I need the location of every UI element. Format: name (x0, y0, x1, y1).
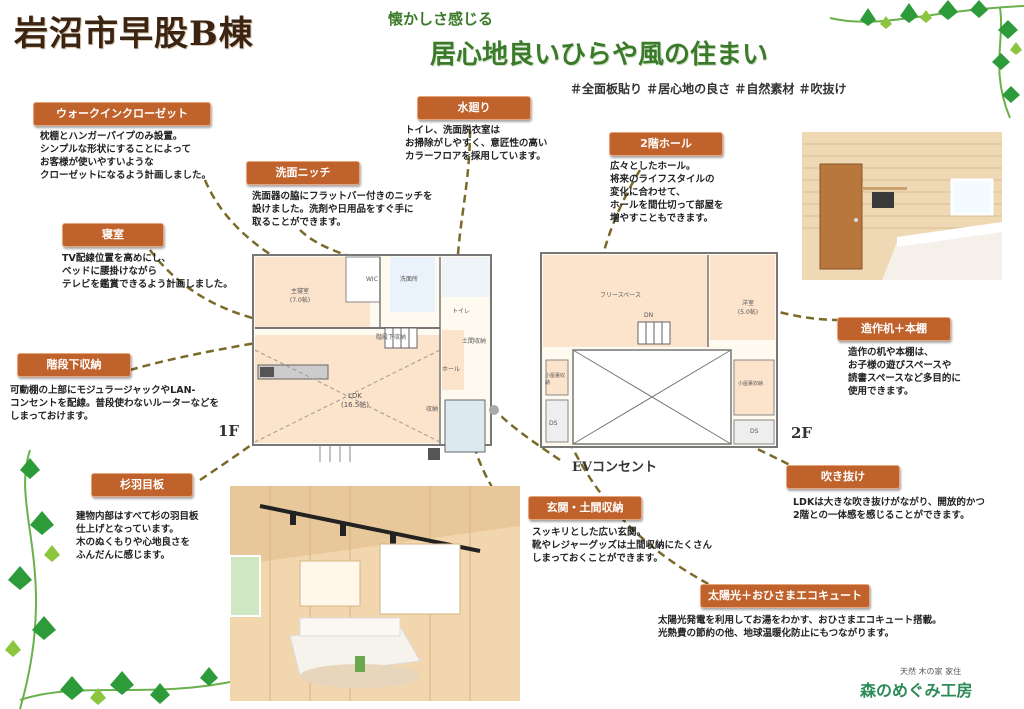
floor-label-2f: 2F (791, 424, 813, 442)
photo-upstairs-room (802, 132, 1002, 280)
room-western-size: (5.0帖) (737, 309, 759, 316)
stair-dn: DN (644, 312, 654, 319)
ev-outlet-label: EVコンセント (572, 460, 657, 475)
company-logo: 天然 木の家 家住 森のめぐみ工房 (860, 666, 1020, 701)
room-western: 洋室 (741, 300, 754, 307)
room-ds-1: DS (549, 420, 558, 427)
floor-plan-2f (540, 252, 778, 448)
label-water: 水廻り (417, 96, 531, 120)
desc-cedar-panel: 建物内部はすべて杉の羽目板 仕上げとなっています。 木のぬくもりや心地良さを ふ… (76, 511, 199, 561)
floor-plan-1f (252, 254, 499, 462)
desc-water: トイレ、洗面脱衣室は お掃除がしやすく、意匠性の高い カラーフロアを採用していま… (405, 125, 548, 162)
label-solar-ecocute: 太陽光＋おひさまエコキュート (700, 584, 870, 608)
page-title: 岩沼市早股B棟 (14, 14, 254, 54)
room-attic-storage-2: 小屋裏収納 (738, 381, 764, 387)
room-ldk-label: LDK (16.5帖) (330, 392, 380, 410)
room-toilet: トイレ (452, 308, 471, 315)
room-free-space: フリースペース (600, 292, 641, 299)
room-western-label: 洋室 (5.0帖) (728, 298, 768, 316)
label-washroom-niche: 洗面ニッチ (246, 161, 360, 185)
label-cedar-panel: 杉羽目板 (91, 473, 193, 497)
room-wic: WIC (366, 276, 378, 283)
headline: 居心地良いひらや風の住まい (430, 40, 769, 70)
room-ds-2: DS (750, 428, 759, 435)
room-master-size: (7.0帖) (289, 297, 311, 304)
desc-solar-ecocute: 太陽光発電を利用してお湯をわかす、おひさまエコキュート搭載。 光熱費の節約の他、… (658, 615, 942, 639)
photo-ldk-interior (229, 486, 520, 701)
logo-name: 森のめぐみ工房 (860, 681, 973, 700)
label-walkin-closet: ウォークインクローゼット (33, 102, 211, 126)
label-2f-hall: 2階ホール (609, 132, 723, 156)
room-genkan-storage: 土間収納 (462, 338, 487, 345)
desc-desk-bookshelf: 造作の机や本棚は、 お子様の遊びスペースや 読書スペースなど多目的に 使用できま… (848, 347, 961, 397)
hashtags: ＃全面板貼り ＃居心地の良さ ＃自然素材 ＃吹抜け (570, 82, 847, 96)
room-attic-storage-1: 小屋裏収納 (545, 373, 566, 386)
desc-stair-storage: 可動棚の上部にモジュラージャックやLAN- コンセントを配線。普段使わないルータ… (10, 385, 220, 422)
label-entrance-storage: 玄関・土間収納 (528, 496, 642, 520)
room-storage: 収納 (426, 406, 439, 413)
desc-entrance-storage: スッキリとした広い玄関。 靴やレジャーグッズは土間収納にたくさん しまっておくこ… (532, 527, 713, 564)
label-fukinuke: 吹き抜け (786, 465, 900, 489)
tagline: 懐かしさ感じる (388, 10, 494, 28)
desc-fukinuke: LDKは大きな吹き抜けがながり、開放的かつ 2階との一体感を感じることができます… (793, 497, 985, 521)
room-master-label: 主寝室 (7.0帖) (270, 286, 330, 304)
desc-washroom-niche: 洗面器の脇にフラットバー付きのニッチを 設けました。洗剤や日用品をすぐ手に 取る… (252, 191, 433, 228)
label-stair-storage: 階段下収納 (17, 353, 131, 377)
desc-bedroom: TV配線位置を高めにし、 ベッドに腰掛けながら テレビを鑑賞できるよう計画しまし… (62, 253, 233, 290)
label-desk-bookshelf: 造作机＋本棚 (837, 317, 951, 341)
ivy-decoration-top-right (829, 0, 1024, 119)
room-washroom: 洗面所 (400, 276, 419, 283)
room-master: 主寝室 (290, 288, 309, 295)
room-ldk: LDK (348, 392, 362, 400)
room-ldk-size: (16.5帖) (340, 401, 370, 409)
room-stair-storage: 階段下収納 (376, 334, 407, 341)
desc-walkin-closet: 枕棚とハンガーパイプのみ設置。 シンプルな形状にすることによって お客様が使いや… (40, 131, 212, 181)
logo-tagline: 天然 木の家 家住 (900, 667, 962, 676)
floor-label-1f: 1F (218, 422, 240, 440)
desc-2f-hall: 広々としたホール。 将来のライフスタイルの 変化に合わせて、 ホールを間仕切って… (610, 161, 724, 224)
ivy-decoration-bottom-left (5, 449, 241, 709)
room-hall: ホール (442, 366, 461, 373)
label-bedroom: 寝室 (62, 223, 164, 247)
